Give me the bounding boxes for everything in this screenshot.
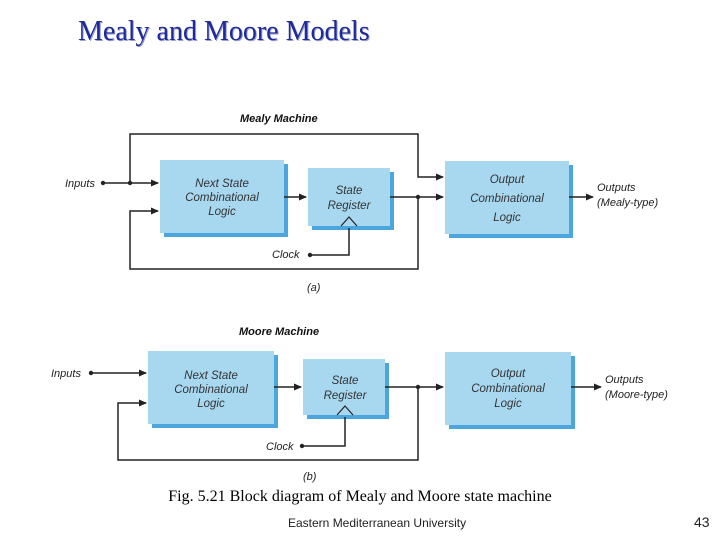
mealy-next-state-line2: Combinational: [185, 192, 259, 204]
mealy-state-register-line2: Register: [328, 200, 372, 212]
moore-header: Moore Machine: [239, 326, 319, 338]
moore-state-register-line2: Register: [324, 390, 368, 402]
moore-clock-label: Clock: [266, 441, 294, 453]
mealy-output-line2: Combinational: [470, 193, 544, 205]
slide-title: Mealy and Moore Models: [78, 16, 370, 47]
moore-outputs-type-label: (Moore-type): [605, 389, 668, 401]
mealy-state-register-line1: State: [336, 185, 363, 197]
moore-inputs-label: Inputs: [51, 368, 81, 380]
mealy-inputs-label: Inputs: [65, 178, 95, 190]
moore-output-line1: Output: [491, 368, 526, 380]
moore-clock-triangle: [336, 405, 354, 416]
mealy-outputs-type-label: (Mealy-type): [597, 197, 658, 209]
page-number: 43: [694, 514, 710, 530]
mealy-clock-label: Clock: [272, 249, 300, 261]
moore-next-state-block: Next State Combinational Logic: [148, 351, 278, 428]
mealy-clock-triangle: [340, 216, 358, 227]
moore-output-line2: Combinational: [471, 383, 545, 395]
mealy-state-register-block: State Register: [308, 168, 394, 230]
mealy-sublabel: (a): [307, 282, 321, 294]
mealy-output-line1: Output: [490, 174, 525, 186]
mealy-header: Mealy Machine: [240, 113, 318, 125]
moore-state-register-block: State Register: [303, 359, 389, 419]
moore-output-line3: Logic: [494, 398, 522, 410]
mealy-output-block: Output Combinational Logic: [445, 161, 573, 238]
mealy-next-state-line3: Logic: [208, 206, 236, 218]
mealy-output-line3: Logic: [493, 212, 521, 224]
moore-state-register-line1: State: [332, 375, 359, 387]
moore-next-state-line1: Next State: [184, 370, 238, 382]
mealy-next-state-block: Next State Combinational Logic: [160, 160, 288, 237]
moore-next-state-line3: Logic: [197, 398, 225, 410]
moore-sublabel: (b): [303, 471, 317, 483]
moore-wires: [91, 369, 602, 461]
mealy-wires: [103, 133, 594, 270]
figure-caption: Fig. 5.21 Block diagram of Mealy and Moo…: [168, 488, 552, 505]
moore-output-block: Output Combinational Logic: [445, 352, 575, 429]
moore-diagram: Moore Machine Next State Combinational L…: [51, 326, 668, 483]
moore-outputs-label: Outputs: [605, 374, 644, 386]
moore-junctions: [88, 370, 421, 449]
mealy-outputs-label: Outputs: [597, 182, 636, 194]
moore-next-state-line2: Combinational: [174, 384, 248, 396]
mealy-diagram: Mealy Machine Next State Combinational L…: [65, 113, 658, 294]
mealy-junctions: [100, 180, 421, 258]
mealy-next-state-line1: Next State: [195, 178, 249, 190]
footer-text: Eastern Mediterranean University: [288, 516, 467, 530]
